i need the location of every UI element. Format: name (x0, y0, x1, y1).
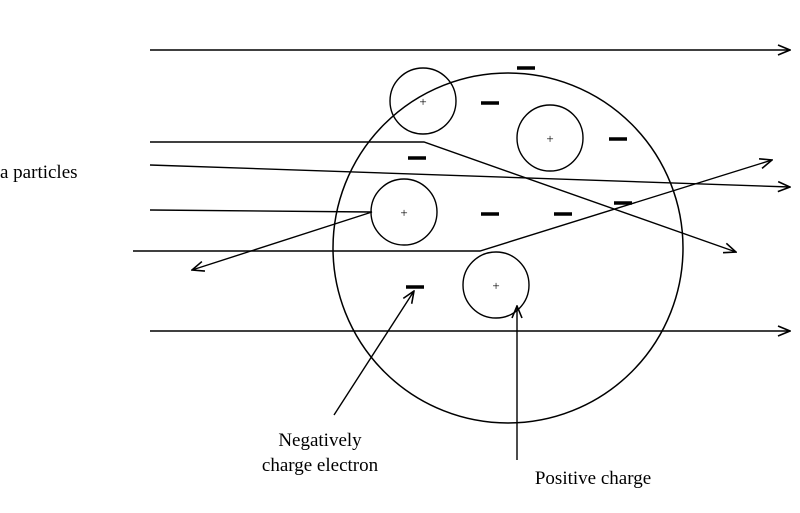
atom-boundary (332, 72, 684, 424)
electron-pointer-arrow (333, 291, 414, 416)
alpha-particle-paths (133, 50, 790, 331)
plus-sign: + (492, 278, 499, 293)
plus-sign: + (419, 94, 426, 109)
plus-sign: + (400, 205, 407, 220)
positive-charges: + + + + (370, 67, 584, 319)
alpha-path-deflected-down (150, 141, 736, 252)
label-pointers (333, 291, 517, 460)
positive-charge: + (389, 67, 457, 135)
electrons (406, 66, 632, 289)
alpha-path-slight-deflection (149, 164, 790, 187)
alpha-path-back-scattered (149, 209, 373, 270)
positive-charge-label: Positive charge (535, 468, 651, 489)
positive-charge: + (516, 104, 584, 172)
negative-electron-label-line1: Negatively (278, 430, 362, 451)
negative-electron-label-line2: charge electron (262, 455, 379, 476)
plus-sign: + (546, 131, 553, 146)
positive-charge: + (370, 178, 438, 246)
alpha-particles-label: a particles (0, 162, 78, 183)
alpha-path-deflected-up (133, 160, 772, 252)
positive-charge: + (462, 251, 530, 319)
